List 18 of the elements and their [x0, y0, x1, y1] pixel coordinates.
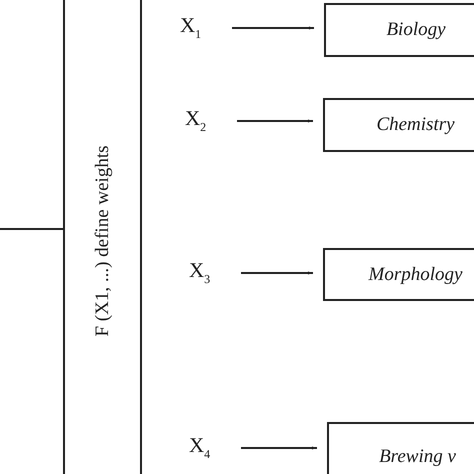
variable-label: X$_{1}$: [180, 15, 202, 40]
variable-label: X$_{2}$: [185, 108, 206, 133]
function-label: F (X1, ...) define weights: [92, 145, 114, 337]
category-label: Biology: [385, 19, 446, 41]
category-box: [323, 98, 474, 152]
variable-label: X$_{4}$: [189, 435, 210, 460]
category-label: Brewing v: [378, 446, 456, 468]
category-label: Morphology: [367, 264, 462, 286]
category-label: Chemistry: [375, 114, 455, 136]
arrow: [241, 272, 313, 274]
connector-line: [0, 228, 63, 230]
variable-label: X$_{3}$: [189, 260, 210, 285]
arrow: [232, 26, 314, 30]
function-box: [63, 0, 142, 474]
arrow: [241, 446, 317, 450]
arrow: [237, 120, 313, 122]
category-box: [324, 3, 474, 57]
category-box: [323, 248, 474, 301]
